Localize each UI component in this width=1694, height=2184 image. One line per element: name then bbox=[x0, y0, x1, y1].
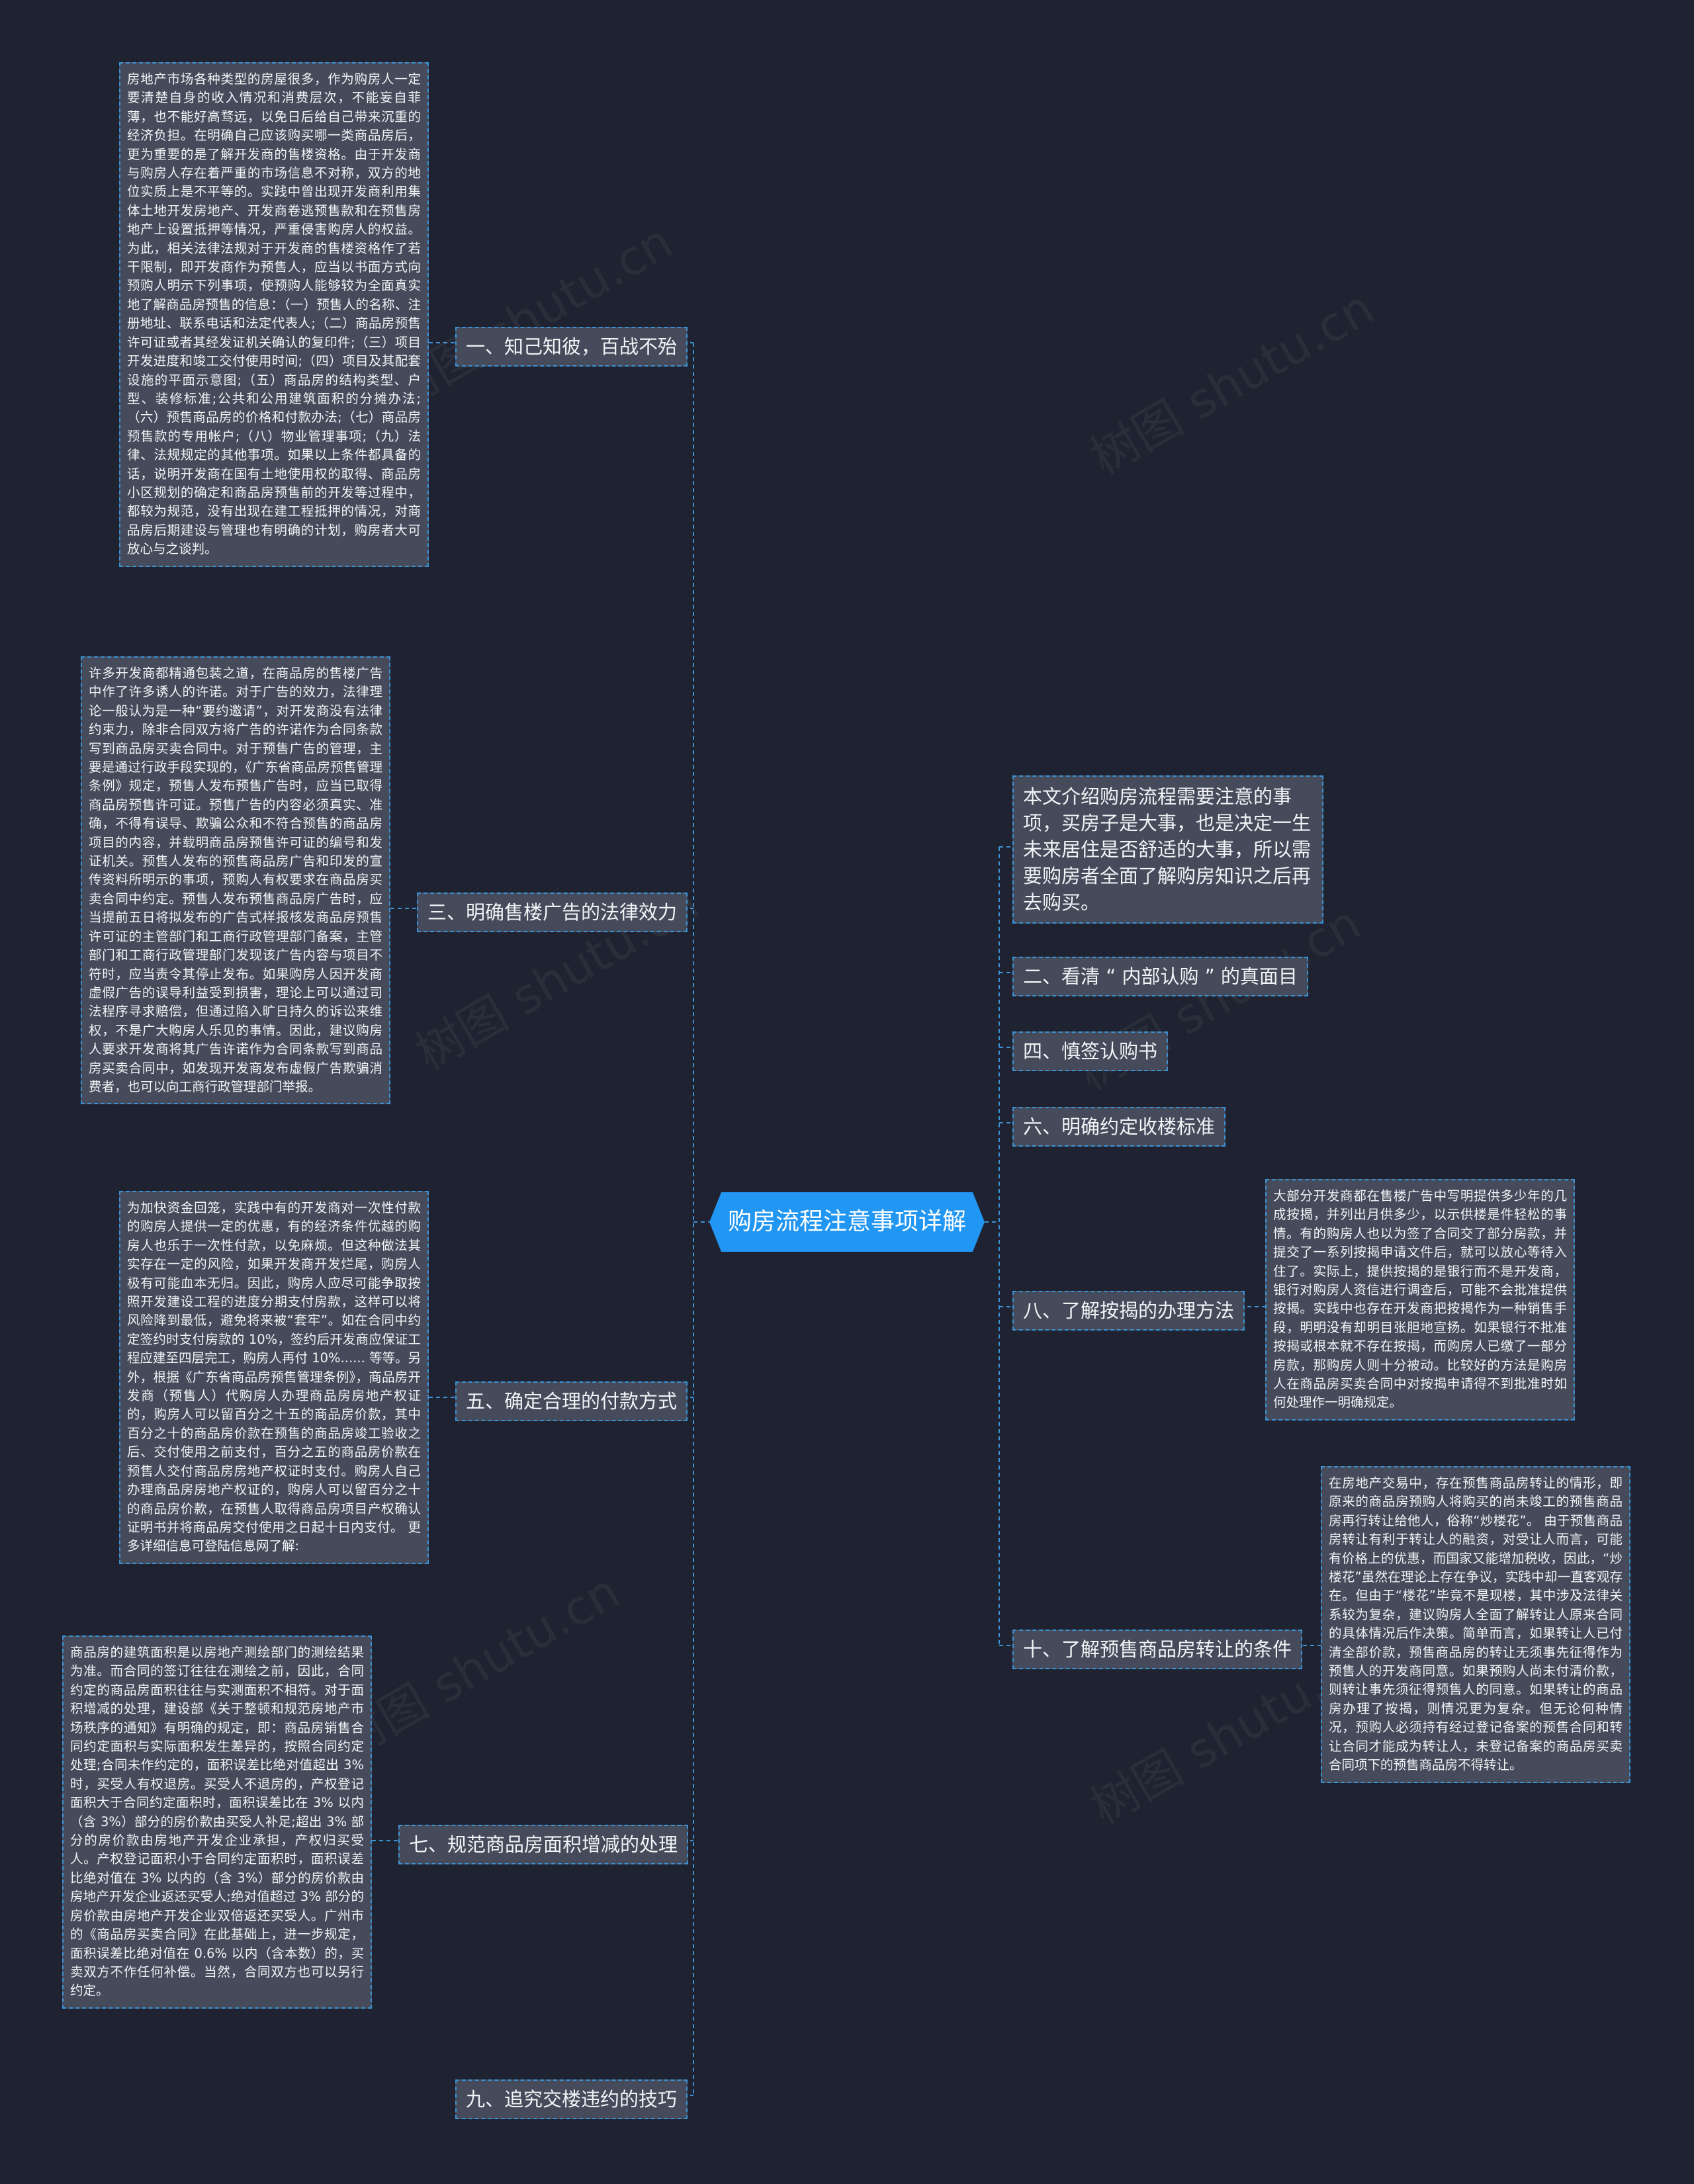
branch-8-mortgage[interactable]: 八、了解按揭的办理方法 bbox=[1012, 1291, 1245, 1331]
detail-3-ad-legal-effect[interactable]: 许多开发商都精通包装之道，在商品房的售楼广告中作了许多诱人的许诺。对于广告的效力… bbox=[81, 656, 390, 1105]
detail-5-payment-method[interactable]: 为加快资金回笼，实践中有的开发商对一次性付款的购房人提供一定的优惠，有的经济条件… bbox=[119, 1191, 429, 1564]
branch-2-internal-subscription[interactable]: 二、看清 “ 内部认购 ” 的真面目 bbox=[1012, 957, 1308, 996]
root-topic[interactable]: 购房流程注意事项详解 bbox=[709, 1192, 985, 1252]
detail-1-know-yourself[interactable]: 房地产市场各种类型的房屋很多，作为购房人一定要清楚自身的收入情况和消费层次，不能… bbox=[119, 62, 429, 567]
detail-7-area-change[interactable]: 商品房的建筑面积是以房地产测绘部门的测绘结果为准。而合同的签订往往在测绘之前，因… bbox=[62, 1636, 372, 2009]
detail-8-mortgage[interactable]: 大部分开发商都在售楼广告中写明提供多少年的几成按揭，并列出月供多少，以示供楼是件… bbox=[1265, 1179, 1575, 1420]
branch-6-handover-standard[interactable]: 六、明确约定收楼标准 bbox=[1012, 1107, 1226, 1147]
branch-4-subscription-contract[interactable]: 四、慎签认购书 bbox=[1012, 1031, 1169, 1071]
branch-3-ad-legal-effect[interactable]: 三、明确售楼广告的法律效力 bbox=[417, 893, 688, 932]
detail-10-presale-transfer[interactable]: 在房地产交易中，存在预售商品房转让的情形，即原来的商品房预购人将购买的尚未竣工的… bbox=[1321, 1466, 1630, 1783]
branch-5-payment-method[interactable]: 五、确定合理的付款方式 bbox=[455, 1381, 688, 1421]
branch-1-know-yourself[interactable]: 一、知己知彼，百战不殆 bbox=[455, 327, 688, 367]
branch-10-presale-transfer[interactable]: 十、了解预售商品房转让的条件 bbox=[1012, 1630, 1303, 1669]
branch-7-area-change[interactable]: 七、规范商品房面积增减的处理 bbox=[398, 1825, 689, 1864]
branch-9-delivery-breach[interactable]: 九、追究交楼违约的技巧 bbox=[455, 2079, 688, 2119]
intro-summary[interactable]: 本文介绍购房流程需要注意的事项，买房子是大事，也是决定一生未来居住是否舒适的大事… bbox=[1012, 775, 1323, 924]
